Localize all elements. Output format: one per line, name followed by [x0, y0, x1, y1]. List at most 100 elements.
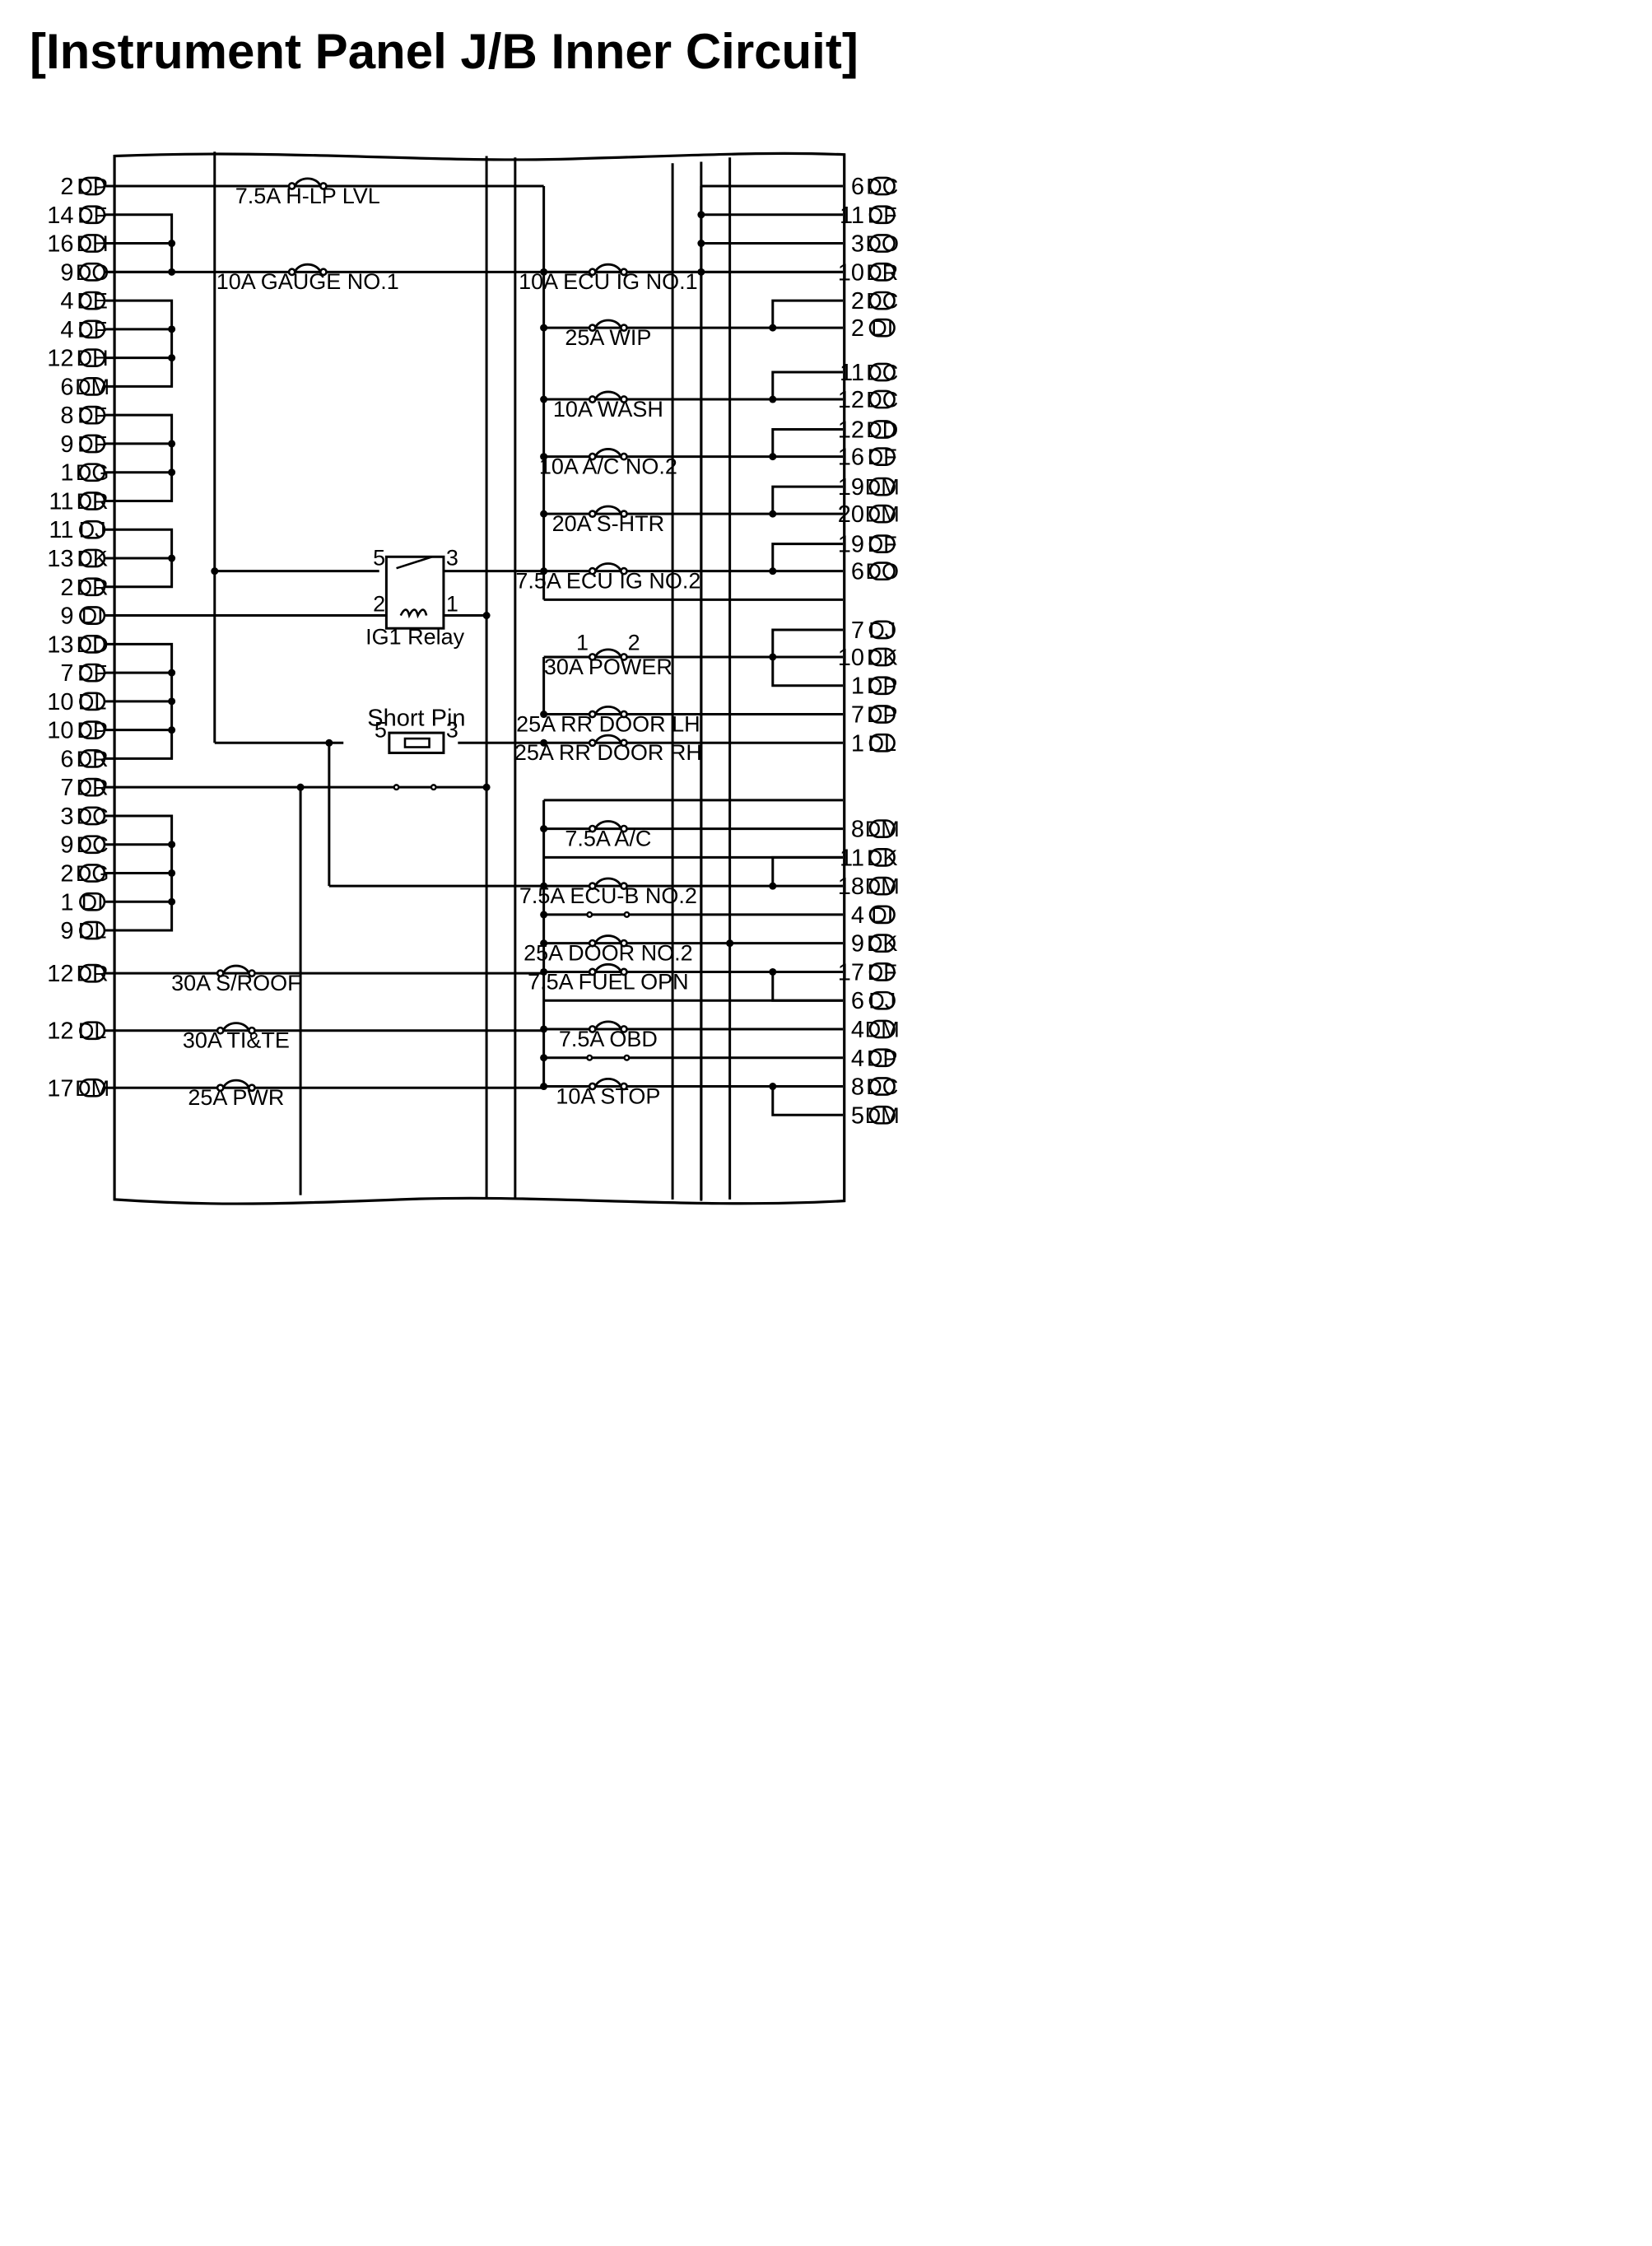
connector-pin: 6: [60, 746, 73, 772]
connector-code: DF: [77, 317, 107, 342]
relay-contact: [396, 556, 433, 570]
fuse-label: 7.5A FUEL OPN: [528, 969, 689, 994]
wire: [771, 370, 843, 400]
connector-oval: [868, 534, 896, 554]
connector-code: DD: [866, 417, 898, 442]
fuse-label: 10A A/C NO.2: [539, 454, 677, 478]
junction-dot: [769, 1083, 777, 1091]
connector-pin: 19: [838, 532, 864, 558]
junction-dot: [168, 697, 176, 706]
connector-oval: [868, 1105, 896, 1125]
junction-dot: [168, 468, 176, 477]
connector-pin: 7: [60, 775, 73, 801]
connector-code: DM: [865, 502, 900, 527]
junction-dot: [482, 612, 491, 620]
connector-pin: 8: [851, 1074, 864, 1101]
junction-dot: [296, 783, 305, 791]
connector-code: DC: [866, 388, 898, 412]
fuse-element: [221, 1079, 250, 1088]
connector-pin: 10: [838, 259, 864, 286]
connector-pin: 1: [60, 889, 73, 916]
junction-dot: [769, 324, 777, 332]
junction-dot: [769, 967, 777, 976]
connector-oval: [868, 291, 896, 310]
connector-code: DP: [77, 175, 108, 199]
connector-code: DR: [77, 489, 109, 514]
connector-pin: 6: [851, 559, 864, 585]
fuse-element: [221, 1022, 250, 1032]
connector-pin: 12: [838, 387, 864, 413]
connector-oval: [79, 1078, 106, 1097]
connector-code: DO: [866, 231, 900, 256]
connector-oval: [79, 634, 106, 654]
junction-dot: [769, 510, 777, 518]
connector-oval: [868, 962, 896, 981]
short-pin-icon: [403, 737, 430, 748]
ig1-relay-box: [384, 555, 445, 630]
connector-code: DI: [81, 890, 104, 915]
junction-dot: [168, 669, 176, 677]
junction-dot: [482, 783, 491, 791]
fuse-element: [293, 177, 322, 187]
connector-pin: 16: [47, 231, 73, 258]
connector-pin: 12: [47, 1018, 73, 1045]
connector-code: DR: [866, 260, 898, 285]
terminal: [586, 911, 593, 918]
connector-code: DM: [75, 1076, 109, 1101]
wire: [771, 972, 843, 1002]
connector-pin: 4: [60, 288, 73, 315]
connector-pin: 4: [851, 902, 864, 929]
connector-oval: [868, 876, 896, 896]
short-pin-label: Short Pin: [367, 705, 465, 731]
connector-code: DJ: [79, 518, 106, 543]
junction-dot: [540, 711, 548, 719]
fuse-label: 7.5A OBD: [559, 1027, 658, 1051]
connector-code: DM: [865, 874, 900, 899]
connector-pin: 13: [47, 631, 73, 658]
connector-di: 1 DI: [60, 889, 106, 916]
connector-pin: 8: [851, 817, 864, 843]
connector-pin: 11: [840, 360, 864, 386]
wire: [771, 855, 843, 887]
fuse-label: 20A S-HTR: [552, 511, 665, 536]
connector-oval: [79, 176, 106, 196]
fuse-label: 10A GAUGE NO.1: [216, 269, 399, 294]
connector-pin: 10: [838, 645, 864, 671]
fuse-element: [593, 820, 622, 830]
fuse-label: 25A PWR: [188, 1085, 284, 1110]
connector-code: DF: [868, 203, 897, 227]
connector-oval: [868, 905, 896, 925]
fuse-element: [593, 648, 622, 658]
junction-dot: [168, 354, 176, 362]
junction-dot: [540, 967, 548, 976]
wire: [103, 413, 174, 502]
connector-oval: [79, 463, 106, 482]
connector-code: DR: [77, 776, 109, 800]
junction-dot: [168, 268, 176, 276]
relay-pin-5: 5: [373, 546, 385, 571]
fuse-element: [593, 705, 622, 715]
connector-oval: [79, 892, 106, 911]
connector-code: DC: [866, 361, 898, 385]
connector-pin: 16: [838, 445, 864, 471]
connector-oval: [79, 1021, 106, 1041]
terminal: [623, 1054, 631, 1061]
